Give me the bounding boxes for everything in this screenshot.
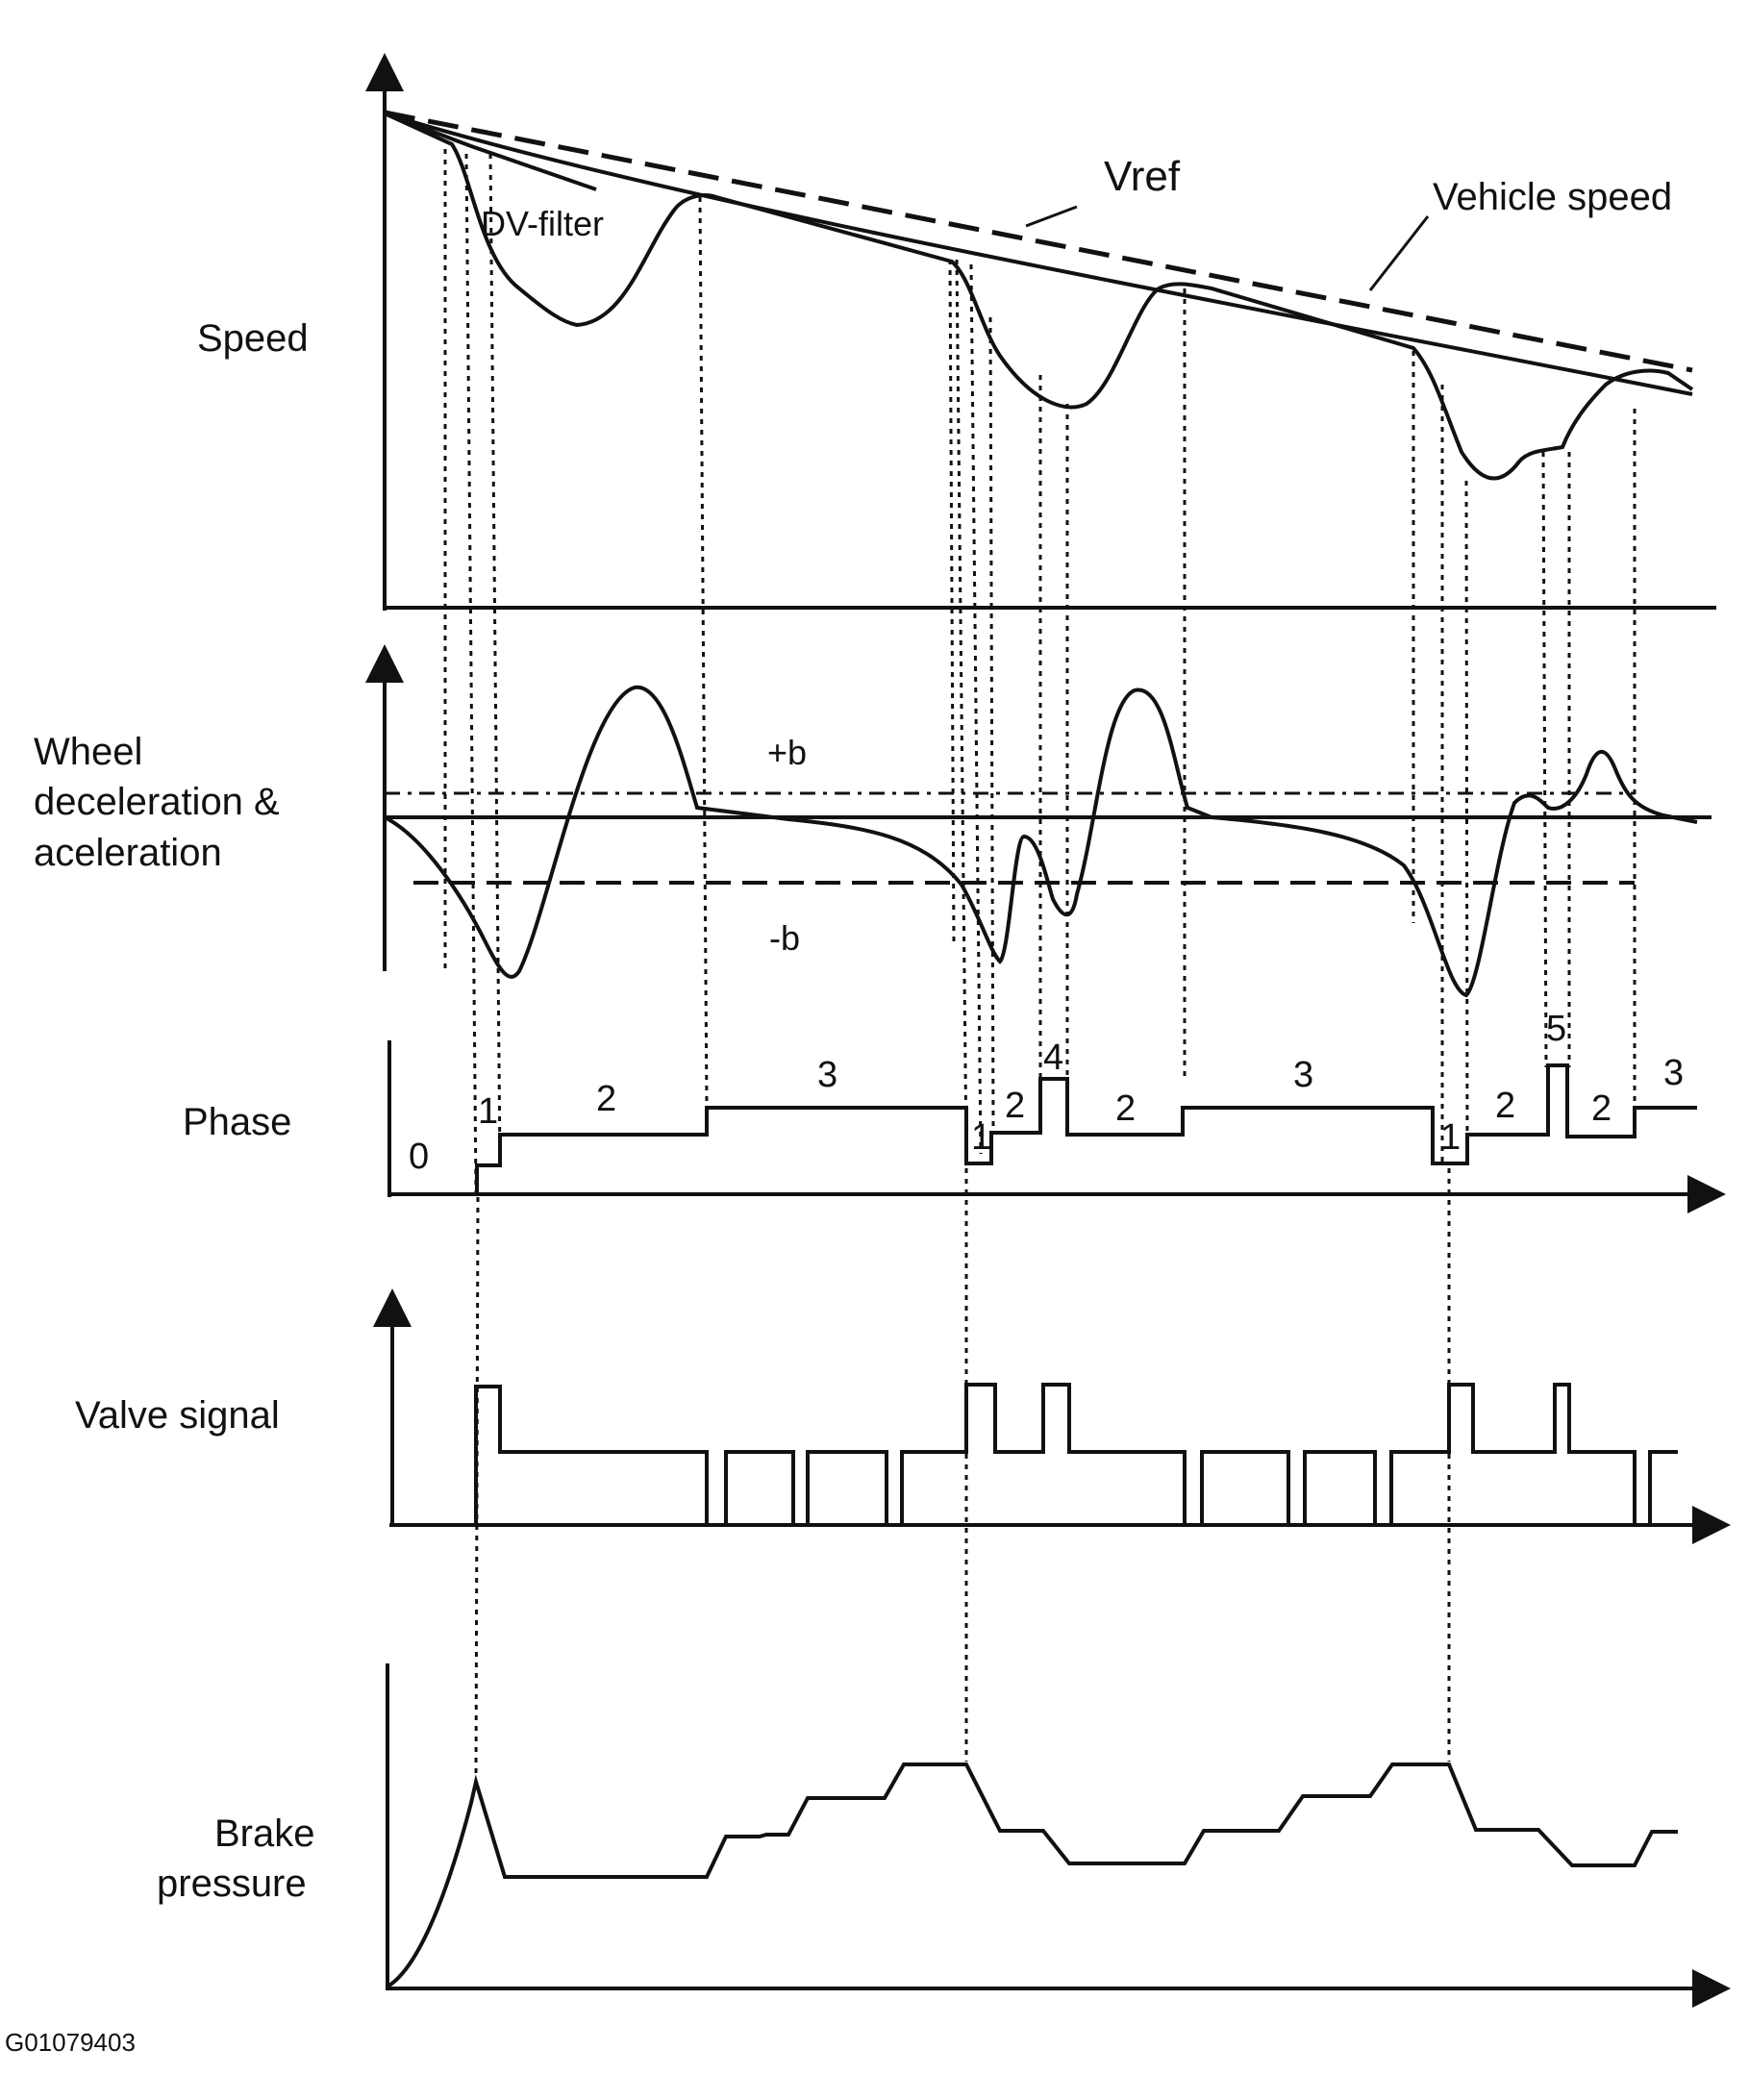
phase-number: 1 (478, 1091, 498, 1132)
phase-number: 2 (596, 1079, 616, 1119)
speed-label-leaders (1025, 205, 1430, 291)
plus-b-label: +b (767, 733, 807, 772)
phase-numbers: 0 1 2 3 1 2 4 2 3 1 2 5 2 3 (409, 1009, 1684, 1177)
minus-b-label: -b (769, 918, 800, 958)
annotations: Vref Vehicle speed DV-filter +b -b (481, 153, 1672, 958)
phase-number: 4 (1043, 1038, 1063, 1078)
phase-number: 1 (1440, 1117, 1461, 1158)
phase-number: 3 (1663, 1053, 1684, 1093)
vref-curve (384, 110, 1693, 373)
phase-number: 5 (1546, 1009, 1566, 1049)
brake-label-line-1: Brake (214, 1812, 315, 1855)
valve-signal-line (474, 1383, 1678, 1527)
speed-label: Speed (197, 317, 309, 360)
wheel-speed-curve (384, 112, 1694, 481)
phase-number: 3 (1293, 1055, 1313, 1095)
phase-number: 2 (1115, 1088, 1136, 1129)
valve-panel (474, 1383, 1678, 1527)
vehicle-speed-label: Vehicle speed (1433, 176, 1672, 218)
phase-number: 3 (817, 1055, 837, 1095)
phase-number: 0 (409, 1137, 429, 1177)
dv-filter-curve (384, 112, 597, 191)
brake-pressure-line (386, 1762, 1678, 1988)
wheel-label-line-3: aceleration (34, 832, 222, 874)
phase-step-line (475, 1063, 1697, 1192)
vehicle-speed-curve (384, 112, 1693, 396)
phase-number: 1 (971, 1117, 991, 1158)
phase-panel (475, 1063, 1697, 1192)
vref-label: Vref (1104, 153, 1181, 200)
brake-panel (386, 1762, 1678, 1988)
phase-number: 2 (1495, 1086, 1515, 1126)
wheel-label-line-2: deceleration & (34, 781, 280, 823)
speed-panel (384, 110, 1694, 481)
phase-number: 2 (1591, 1088, 1612, 1129)
phase-label: Phase (183, 1101, 291, 1143)
dotted-guides (443, 149, 1637, 1780)
wheel-panel (384, 685, 1698, 998)
axes (365, 53, 1731, 2008)
wheel-label-line-1: Wheel (34, 731, 142, 773)
wheel-acceleration-curve (384, 685, 1698, 998)
phase-number: 2 (1005, 1086, 1025, 1126)
dv-filter-label: DV-filter (481, 204, 604, 243)
valve-label: Valve signal (75, 1394, 280, 1437)
figure-id: G01079403 (5, 2028, 136, 2057)
brake-label-line-2: pressure (157, 1862, 307, 1905)
row-labels: Speed Wheel deceleration & aceleration P… (34, 317, 315, 1905)
